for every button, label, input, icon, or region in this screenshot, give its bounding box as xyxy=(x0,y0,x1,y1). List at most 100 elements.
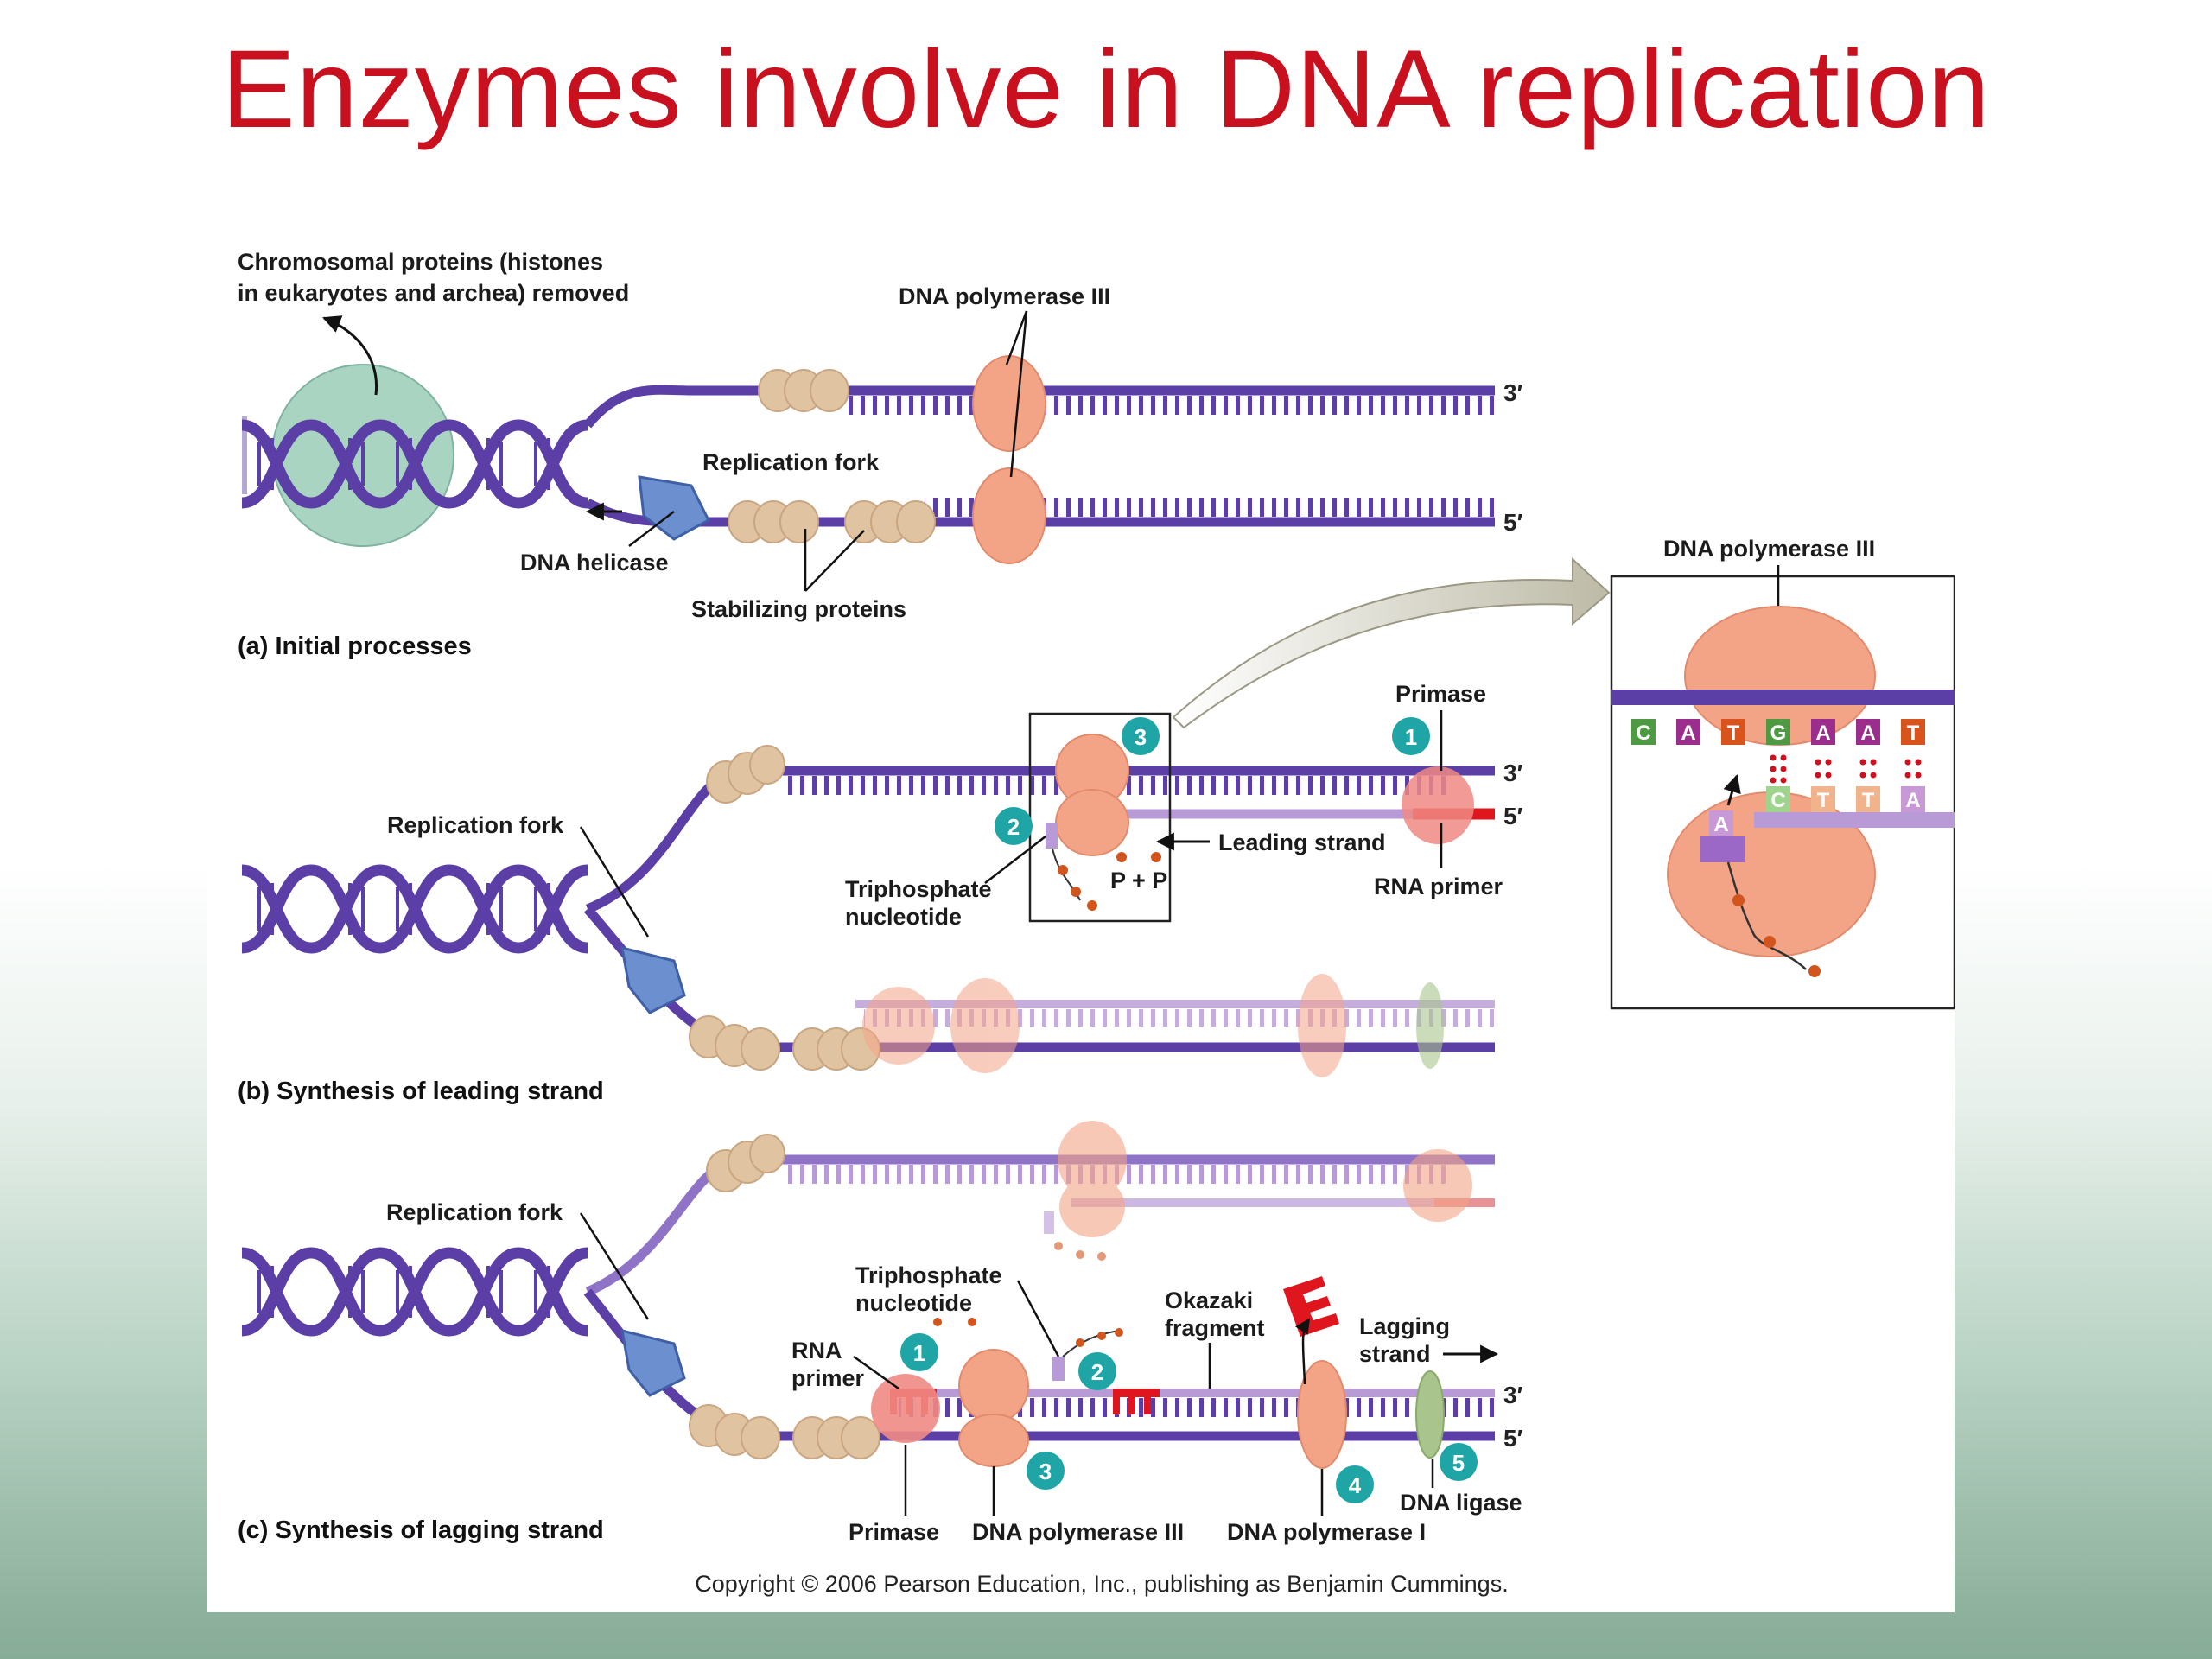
panel-c: 1 2 3 4 5 Replication fork Triphosphate … xyxy=(238,1121,1523,1545)
dna-replication-figure: Chromosomal proteins (histones in eukary… xyxy=(207,218,1955,1612)
template-strand-top-a xyxy=(583,385,1495,429)
polymerase-iii-b xyxy=(1055,734,1129,856)
double-helix-a xyxy=(241,416,588,509)
label-pol3-c: DNA polymerase III xyxy=(972,1519,1184,1545)
pointer-helicase xyxy=(628,511,675,547)
svg-text:A: A xyxy=(1905,789,1920,812)
label-triphosphate-c-2: nucleotide xyxy=(855,1290,972,1316)
panel-b: 3 2 1 P + P Leading strand Triphosphate … xyxy=(238,556,1611,1105)
label-triphosphate-c-1: Triphosphate xyxy=(855,1262,1002,1288)
step-2-b: 2 xyxy=(1007,814,1020,840)
label-okazaki-2: fragment xyxy=(1165,1315,1265,1341)
svg-text:C: C xyxy=(1636,721,1650,745)
step-1-badge-b xyxy=(1392,717,1430,755)
figure-canvas: Chromosomal proteins (histones in eukary… xyxy=(238,249,1955,1597)
step-2-badge-c xyxy=(1078,1352,1116,1390)
label-rna-c-1: RNA xyxy=(791,1338,842,1363)
stabilizing-proteins-c xyxy=(689,1134,880,1459)
caption-b: (b) Synthesis of leading strand xyxy=(238,1077,604,1105)
ligase-c xyxy=(1415,1370,1445,1459)
pointer-stab-2 xyxy=(804,530,865,592)
pointer-fork-b xyxy=(579,826,650,938)
inset-template-strand xyxy=(1611,690,1955,705)
label-polymerase-a: DNA polymerase III xyxy=(899,283,1110,309)
stabilizing-proteins-b xyxy=(689,745,880,1071)
panel-a: Chromosomal proteins (histones in eukary… xyxy=(238,249,1523,660)
end-3-a: 3′ xyxy=(1503,379,1523,406)
pointer-triphosphate-b xyxy=(984,836,1046,884)
step-4-c: 4 xyxy=(1349,1472,1362,1498)
inset-hydrogen-bonds xyxy=(1770,754,1922,784)
step-5-c: 5 xyxy=(1452,1450,1465,1476)
label-fork-b: Replication fork xyxy=(387,812,564,838)
label-ligase-c: DNA ligase xyxy=(1400,1490,1522,1516)
step-3-badge-c xyxy=(1027,1452,1065,1490)
label-primase-c: Primase xyxy=(849,1519,939,1545)
triphosphate-nucleotide-b xyxy=(1046,823,1161,911)
polymerase-i-c xyxy=(1297,1360,1347,1469)
label-fork-c: Replication fork xyxy=(386,1199,563,1225)
pointer-fork-c xyxy=(579,1212,650,1320)
end-3-b: 3′ xyxy=(1503,760,1523,786)
svg-text:T: T xyxy=(1817,789,1830,812)
svg-text:A: A xyxy=(1860,721,1875,745)
double-helix-b xyxy=(241,864,588,954)
step-1-c: 1 xyxy=(913,1340,925,1366)
label-rna-c-2: primer xyxy=(791,1365,865,1391)
pointer-pol-a-1 xyxy=(1005,310,1028,365)
label-histones-2: in eukaryotes and archea) removed xyxy=(238,280,629,306)
label-polymerase-inset: DNA polymerase III xyxy=(1663,536,1875,562)
helicase-b xyxy=(620,945,686,1014)
slide-title: Enzymes involve in DNA replication xyxy=(221,28,1991,151)
caption-c: (c) Synthesis of lagging strand xyxy=(238,1516,604,1544)
label-stabilizing: Stabilizing proteins xyxy=(691,596,906,622)
step-2-c: 2 xyxy=(1091,1359,1103,1385)
label-lagging-1: Lagging xyxy=(1359,1313,1450,1339)
svg-text:A: A xyxy=(1815,721,1830,745)
step-1-badge-c xyxy=(900,1333,938,1371)
label-okazaki-1: Okazaki xyxy=(1165,1287,1253,1313)
polymerase-inset: DNA polymerase III C A T G A A T xyxy=(1610,536,1955,1010)
svg-text:T: T xyxy=(1907,721,1920,745)
label-histones-1: Chromosomal proteins (histones xyxy=(238,249,603,275)
faded-nucleotide-c xyxy=(1044,1211,1106,1261)
svg-text:T: T xyxy=(1727,721,1740,745)
label-triphosphate-b-2: nucleotide xyxy=(845,904,962,930)
step-4-badge-c xyxy=(1336,1465,1374,1503)
copyright: Copyright © 2006 Pearson Education, Inc.… xyxy=(695,1571,1508,1597)
faded-ligase-b xyxy=(1416,982,1444,1069)
polymerase-iii-c xyxy=(958,1349,1029,1467)
label-triphosphate-b-1: Triphosphate xyxy=(845,876,992,902)
polymerase-iii-a xyxy=(972,355,1046,564)
stabilizing-proteins-a xyxy=(728,369,936,543)
end-5-c: 5′ xyxy=(1503,1425,1523,1452)
label-pp: P + P xyxy=(1110,868,1167,893)
label-helicase: DNA helicase xyxy=(520,550,669,575)
end-5-b: 5′ xyxy=(1503,803,1523,830)
label-primase-b: Primase xyxy=(1395,681,1486,707)
step-5-badge-c xyxy=(1440,1443,1478,1481)
rungs-bottom-a xyxy=(925,498,1495,517)
step-3-b: 3 xyxy=(1135,724,1147,750)
pointer-rna-c xyxy=(853,1355,899,1390)
step-3-c: 3 xyxy=(1039,1459,1052,1484)
helicase-c xyxy=(620,1328,686,1397)
caption-a: (a) Initial processes xyxy=(238,632,472,660)
inset-bottom-bases: C T T A xyxy=(1766,786,1925,812)
pointer-triphosphate-c xyxy=(1016,1280,1060,1357)
svg-text:C: C xyxy=(1770,789,1785,812)
end-5-a: 5′ xyxy=(1503,509,1523,536)
faded-enzymes-b xyxy=(862,974,1346,1077)
rungs-top-a xyxy=(847,396,1495,415)
inset-new-strand xyxy=(1754,812,1955,828)
label-leading: Leading strand xyxy=(1218,830,1386,855)
double-helix-c xyxy=(241,1247,588,1337)
svg-text:G: G xyxy=(1770,721,1787,745)
label-lagging-2: strand xyxy=(1359,1341,1431,1367)
histone-arrow xyxy=(322,315,378,396)
step-1-b: 1 xyxy=(1405,724,1417,750)
svg-text:T: T xyxy=(1862,789,1875,812)
label-pol1-c: DNA polymerase I xyxy=(1227,1519,1426,1545)
step-2-badge-b xyxy=(995,807,1033,845)
